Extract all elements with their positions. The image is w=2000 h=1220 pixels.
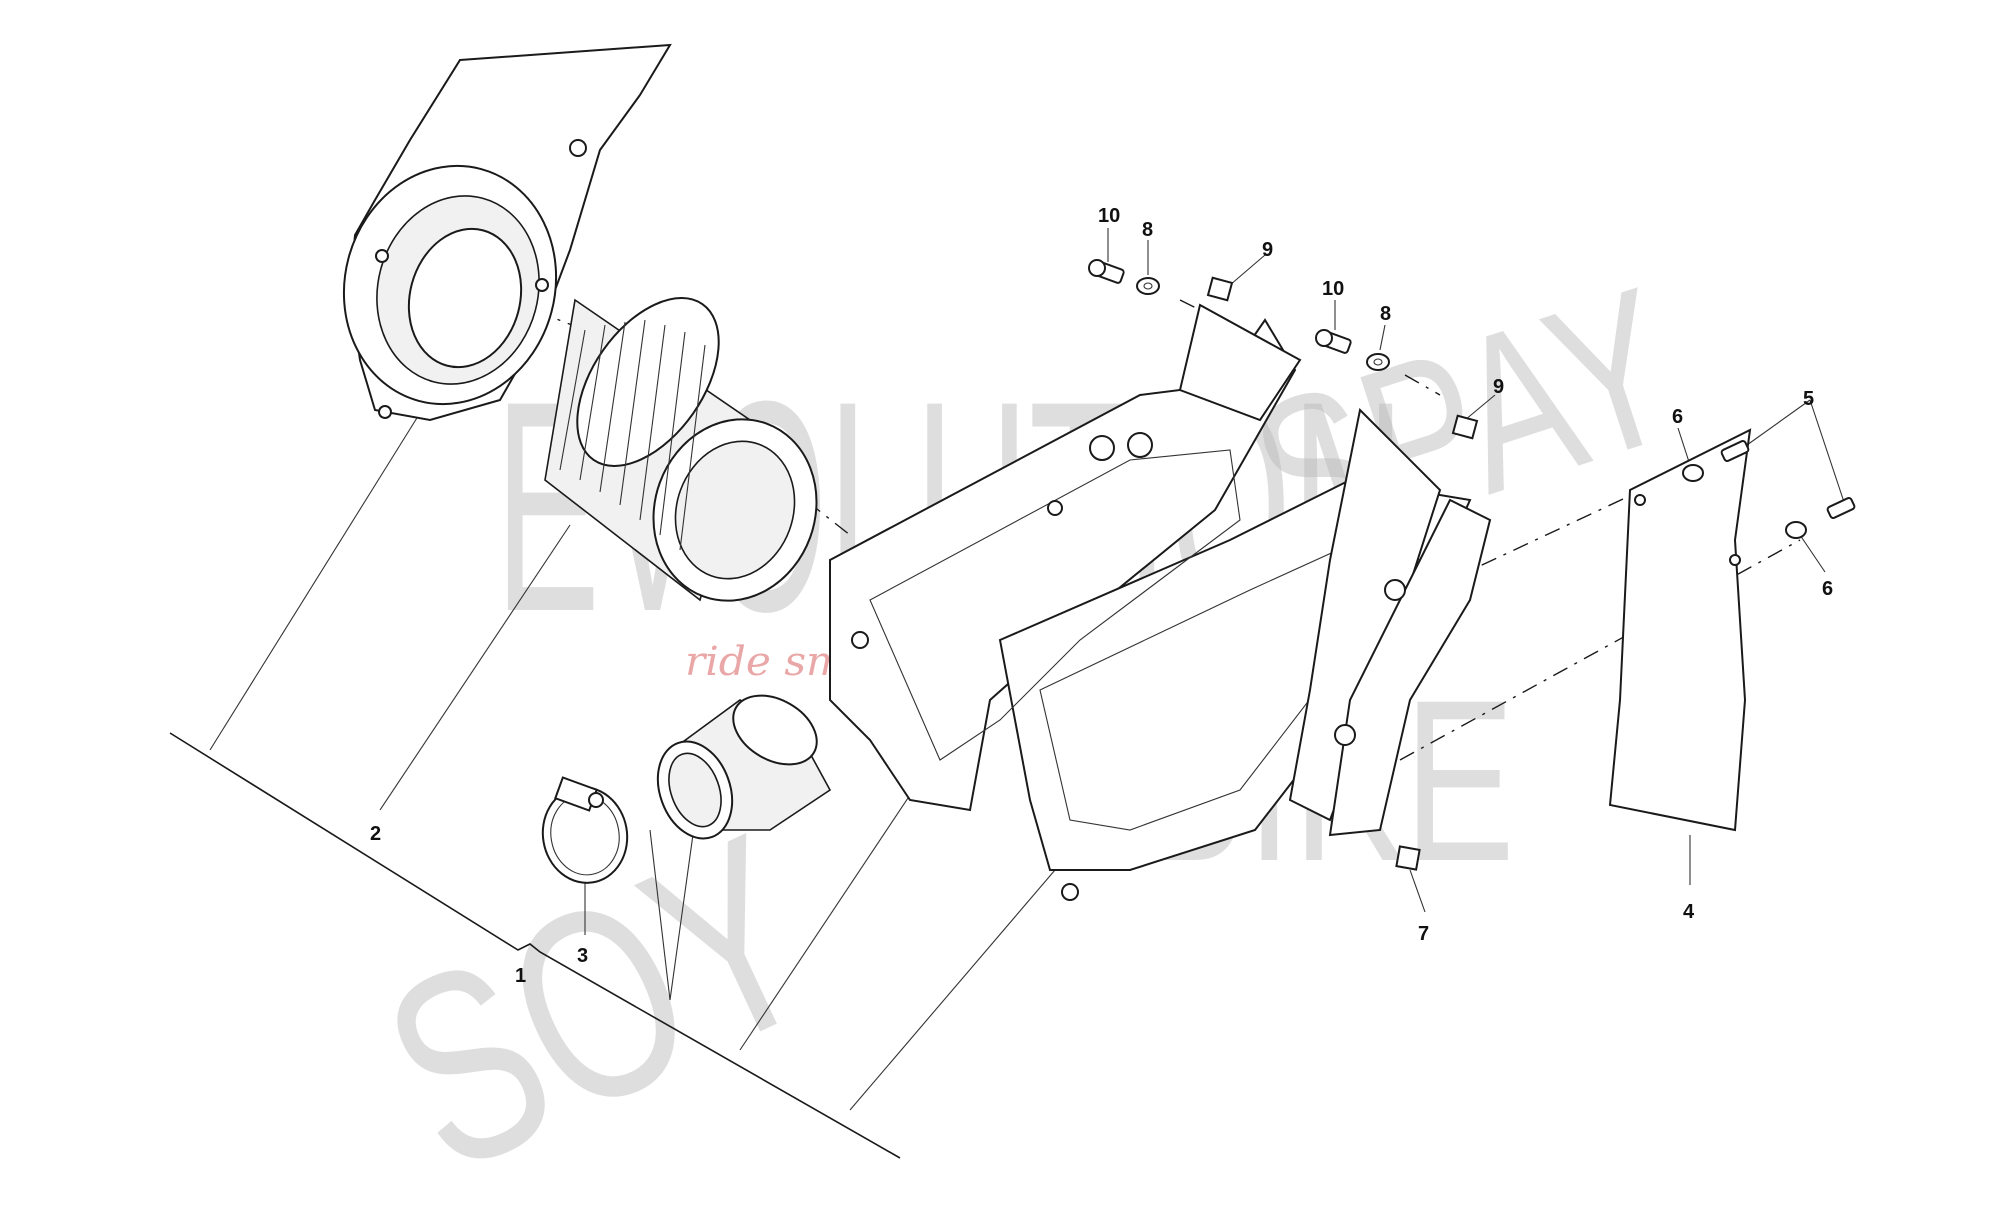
callout-8b: 8	[1380, 303, 1391, 325]
callout-9a: 9	[1262, 239, 1273, 261]
clip-nut-9a	[1206, 276, 1234, 302]
callout-7: 7	[1418, 923, 1429, 945]
filter-front-opening	[674, 440, 796, 580]
washer-8b-hole	[1373, 358, 1383, 366]
leader-flange	[209, 404, 426, 751]
housing-peg-bottom	[1061, 883, 1079, 901]
housing-boss-2	[1127, 432, 1153, 458]
screw-10b-head	[1315, 329, 1333, 347]
callout-3: 3	[577, 945, 588, 967]
callout-9b: 9	[1493, 376, 1504, 398]
axis-cover-bottom	[1399, 539, 1801, 761]
hose-clamp	[541, 776, 629, 884]
leader-lines	[169, 228, 1846, 1159]
leader-9b	[1464, 394, 1496, 421]
boot-mouth-inner	[668, 752, 722, 828]
air-filter-element	[544, 297, 818, 602]
cover-panel-outline	[1608, 428, 1752, 832]
callout-labels: 2 1 3 10 8 9 10 8 9 6 5 6 7 4	[370, 205, 1833, 987]
leader-7	[1409, 869, 1426, 913]
cover-hole-top	[1634, 494, 1646, 506]
leader-boot-a	[669, 819, 696, 1001]
axis-screw-10b	[1404, 374, 1441, 396]
flange-throat	[407, 227, 523, 369]
side-plate-hole-1	[1384, 579, 1406, 601]
housing-hole-1	[1047, 500, 1063, 516]
cover-hole-right	[1729, 554, 1741, 566]
hardware	[1088, 259, 1856, 871]
callout-1: 1	[515, 965, 526, 987]
washer-8a-hole	[1143, 282, 1153, 290]
filter-top-rim	[576, 297, 720, 467]
housing-boss-1	[1089, 435, 1115, 461]
washer-6b	[1785, 521, 1807, 539]
housing-upper-bracket	[1178, 303, 1302, 422]
washer-8a	[1136, 277, 1160, 295]
callout-4: 4	[1683, 901, 1695, 923]
leader-2	[379, 524, 571, 811]
boot-flange	[732, 694, 818, 766]
intake-flange-plate	[342, 43, 672, 422]
clip-nut-9b	[1451, 414, 1479, 440]
side-plate-upper	[1288, 407, 1442, 822]
clip-nut-7	[1395, 845, 1421, 871]
leader-5b	[1809, 399, 1846, 506]
screw-5a	[1720, 440, 1750, 462]
leader-6b	[1799, 534, 1826, 573]
screw-5b	[1826, 497, 1856, 519]
leader-6a	[1677, 427, 1691, 466]
callout-10a: 10	[1098, 205, 1120, 227]
side-plate-hole-2	[1334, 724, 1356, 746]
housing-hole-2	[851, 631, 869, 649]
axis-screw-10a	[1179, 299, 1211, 316]
callout-5: 5	[1803, 388, 1814, 410]
leader-9a	[1229, 254, 1266, 286]
flange-bolt-hole-right	[535, 278, 549, 292]
leader-boot-b	[649, 829, 671, 1001]
cover-panel	[1608, 428, 1752, 832]
intake-boot	[656, 694, 832, 840]
screw-10a-head	[1088, 259, 1106, 277]
flange-bolt-hole-top	[569, 139, 587, 157]
leader-8b	[1379, 324, 1386, 351]
callout-8a: 8	[1142, 219, 1153, 241]
bracket-line-1	[169, 732, 901, 1159]
leader-housing-right	[849, 869, 1056, 1111]
washer-6a	[1682, 464, 1704, 482]
side-gasket-plate	[1288, 407, 1492, 837]
washer-8b	[1366, 353, 1390, 371]
side-plate-lower	[1328, 498, 1492, 837]
flange-bolt-hole-bottom	[378, 405, 392, 419]
callout-6a: 6	[1672, 406, 1683, 428]
leader-5a	[1739, 399, 1811, 451]
leader-housing-left	[739, 779, 921, 1051]
callout-6b: 6	[1822, 578, 1833, 600]
callout-10b: 10	[1322, 278, 1344, 300]
clamp-screw-head	[588, 792, 604, 808]
flange-bolt-hole-left	[375, 249, 389, 263]
housing-left-recess	[869, 449, 1241, 761]
callout-2: 2	[370, 823, 381, 845]
